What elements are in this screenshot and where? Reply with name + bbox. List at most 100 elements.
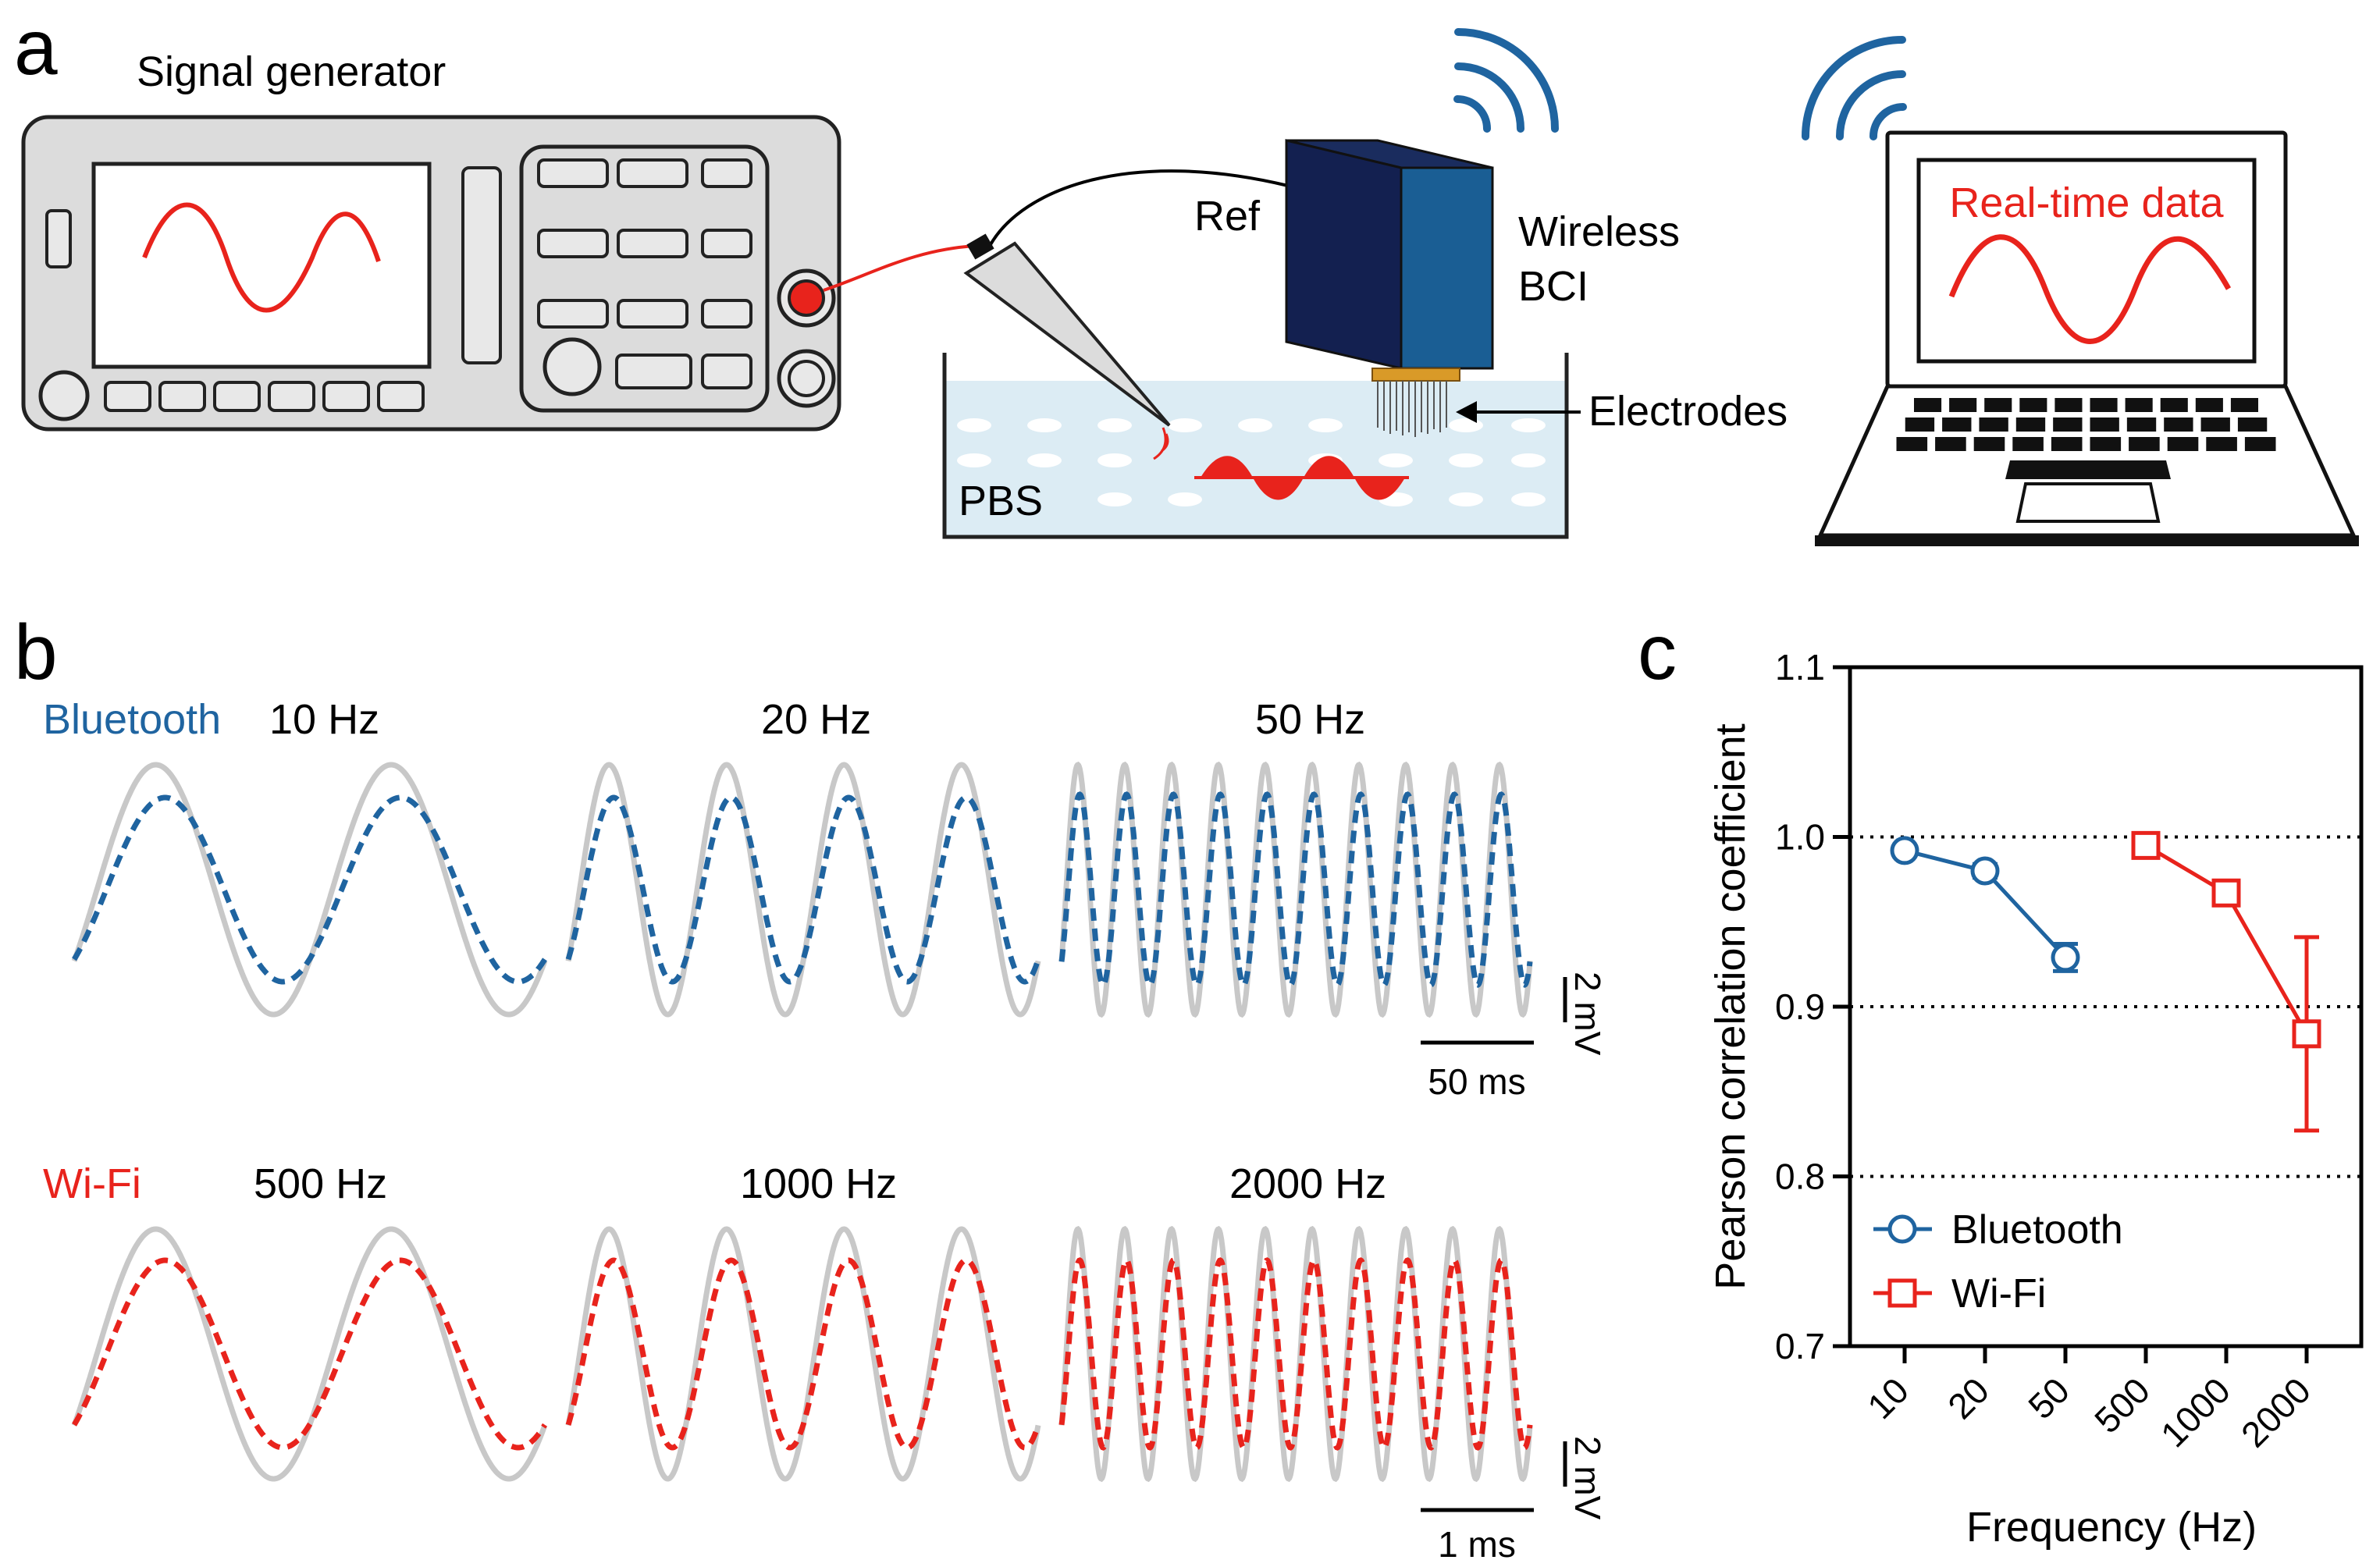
pbs-wave-peak-2 <box>1304 456 1354 478</box>
wifi-recorded-trace <box>565 1257 1041 1451</box>
laptop-key <box>1935 437 1966 451</box>
time-scale-label-bottom: 1 ms <box>1438 1524 1516 1565</box>
voltage-scale-label-top: 2 mV <box>1567 972 1608 1056</box>
laptop-key <box>1949 398 1977 412</box>
generator-small-knob <box>38 370 90 421</box>
cable-connector <box>966 233 994 260</box>
freq-label-10hz: 10 Hz <box>269 696 379 743</box>
laptop-screen-wave <box>1948 234 2232 344</box>
signal-emission-icon <box>1153 427 1169 460</box>
freq-label-50hz: 50 Hz <box>1255 696 1365 743</box>
bluetooth-recorded-trace <box>72 794 547 985</box>
laptop-key <box>2195 398 2223 412</box>
bci-label-line2: BCI <box>1518 263 1588 310</box>
laptop-screen <box>1916 158 2257 364</box>
bci-left-face <box>1285 139 1403 370</box>
electrodes-label: Electrodes <box>1588 388 1788 435</box>
electrodes-arrow-head <box>1456 401 1477 423</box>
laptop-base-edge <box>1815 535 2359 546</box>
bluetooth-data-point <box>1970 856 2000 886</box>
laptop-key <box>2051 437 2083 451</box>
laptop-key <box>1979 418 2008 432</box>
laptop-key <box>2053 418 2083 432</box>
laptop-key <box>2206 437 2237 451</box>
laptop-key <box>2164 418 2193 432</box>
laptop: Real-time data <box>1802 36 2359 546</box>
laptop-key <box>2129 437 2160 451</box>
laptop-key <box>2019 398 2047 412</box>
pbs-label: PBS <box>959 478 1043 524</box>
wi-fi-legend-marker <box>1887 1278 1917 1308</box>
ref-label: Ref <box>1194 193 1261 240</box>
wifi-row-label: Wi-Fi <box>43 1160 141 1207</box>
wifi-input-trace <box>565 1226 1041 1482</box>
panel-a: a Signal generator <box>14 4 2359 546</box>
panel-c-letter: c <box>1638 609 1677 696</box>
bci-wifi-icon <box>1453 28 1559 133</box>
x-tick-label: 50 <box>2020 1370 2077 1427</box>
bci-front-face <box>1400 166 1494 370</box>
laptop-key <box>1905 418 1935 432</box>
wi-fi-data-point <box>2131 830 2161 860</box>
electrode-array <box>1377 381 1447 437</box>
laptop-spacebar <box>2005 460 2171 479</box>
laptop-key <box>2054 398 2083 412</box>
wifi-input-trace <box>71 1226 548 1482</box>
laptop-key <box>2015 418 2046 432</box>
laptop-key <box>2167 437 2199 451</box>
y-tick-label: 1.0 <box>1775 817 1825 858</box>
laptop-key <box>1984 398 2012 412</box>
second-port <box>788 360 825 397</box>
panel-c: c Pearson correlation coefficient Freque… <box>1638 609 2364 1551</box>
voltage-scale-label-bottom: 2 mV <box>1567 1436 1608 1520</box>
y-tick-label: 0.7 <box>1775 1326 1825 1366</box>
pbs-wave-trough <box>1253 478 1304 500</box>
pbs-wave-trough-2 <box>1354 478 1405 500</box>
laptop-key <box>2125 398 2153 412</box>
laptop-key <box>2090 418 2119 432</box>
wi-fi-legend-label: Wi-Fi <box>1951 1271 2046 1316</box>
chart-x-axis-label: Frequency (Hz) <box>1966 1504 2257 1551</box>
laptop-key <box>1896 437 1928 451</box>
bottom-buttons <box>104 381 425 412</box>
bluetooth-recorded-trace <box>565 794 1041 985</box>
keypad-buttons <box>537 158 752 389</box>
waveform-traces <box>71 761 1533 1483</box>
time-scale-label-top: 50 ms <box>1428 1061 1525 1102</box>
laptop-key <box>2244 437 2276 451</box>
freq-label-2000hz: 2000 Hz <box>1229 1160 1386 1207</box>
x-tick-label: 2000 <box>2233 1370 2318 1455</box>
laptop-key <box>1914 398 1942 412</box>
wi-fi-data-point <box>2211 878 2241 908</box>
panel-b: b Bluetooth 10 Hz 20 Hz 50 Hz Wi-Fi 500 … <box>14 609 1608 1565</box>
laptop-key <box>1973 437 2005 451</box>
wi-fi-data-point <box>2292 1019 2321 1049</box>
freq-label-500hz: 500 Hz <box>254 1160 387 1207</box>
x-tick-label: 500 <box>2087 1370 2158 1441</box>
laptop-key <box>2160 398 2188 412</box>
x-tick-label: 10 <box>1859 1370 1916 1427</box>
laptop-trackpad <box>2015 482 2161 523</box>
y-tick-label: 0.8 <box>1775 1157 1825 1197</box>
y-tick-label: 1.1 <box>1775 647 1825 688</box>
bluetooth-input-trace <box>565 762 1041 1018</box>
laptop-keyboard <box>1896 398 2276 451</box>
laptop-key <box>2200 418 2230 432</box>
chart-y-axis-label: Pearson correlation coefficient <box>1707 723 1754 1289</box>
generator-screen <box>91 162 432 369</box>
laptop-key <box>2237 418 2268 432</box>
bluetooth-legend-label: Bluetooth <box>1951 1207 2123 1253</box>
laptop-key <box>2126 418 2157 432</box>
laptop-key <box>2090 437 2122 451</box>
bci-connector <box>1371 368 1460 382</box>
freq-label-20hz: 20 Hz <box>761 696 871 743</box>
laptop-key <box>2012 437 2044 451</box>
signal-generator <box>21 115 841 432</box>
reference-cable <box>988 169 1289 247</box>
laptop-key <box>2090 398 2118 412</box>
wifi-recorded-trace <box>1058 1257 1533 1451</box>
reference-pipette <box>963 241 1171 427</box>
bluetooth-data-point <box>1890 836 1919 865</box>
wireless-bci-device <box>1285 139 1494 437</box>
